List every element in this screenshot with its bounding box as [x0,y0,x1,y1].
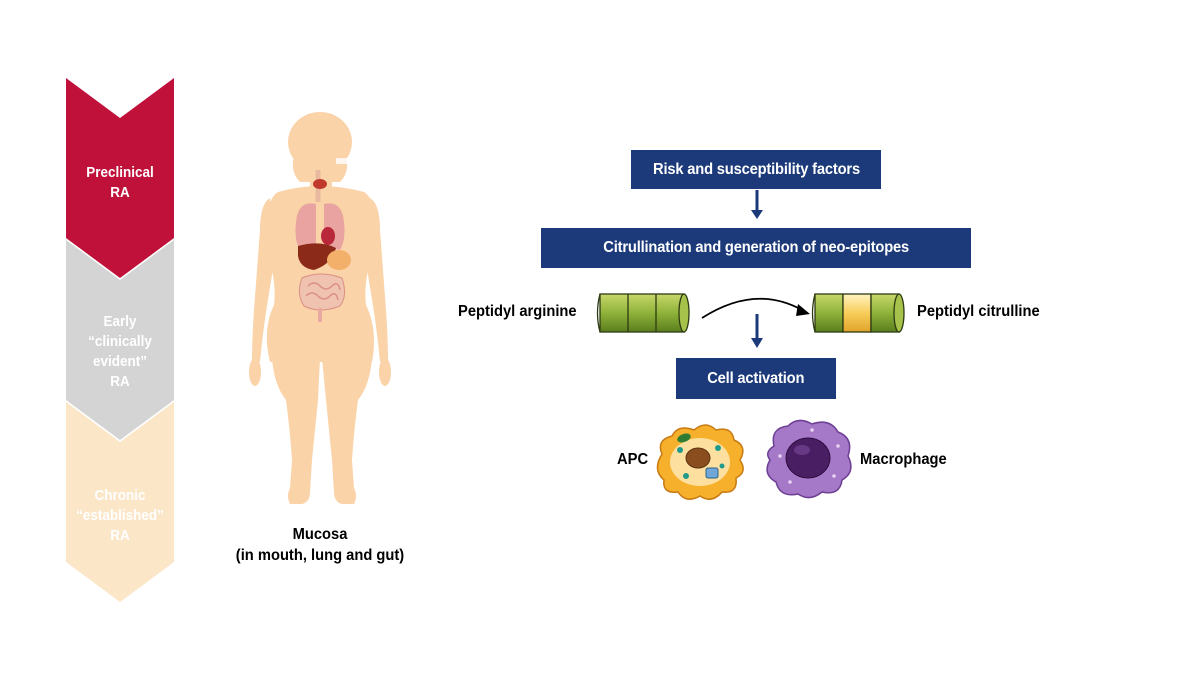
stage-chronic-line2: “established” [76,507,164,524]
apc-granule-2 [715,445,721,451]
macrophage-nucleus [785,437,831,479]
apc-nucleus [685,447,711,469]
macrophage-vesicle-1 [778,454,782,458]
apc-cell-icon [656,424,744,500]
apc-granule-4 [719,463,725,469]
macrophage-vesicle-3 [832,474,836,478]
macrophage-nucleus-highlight [794,445,810,455]
stage-preclinical-chevron [66,78,174,278]
stage-preclinical-line1: Preclinical [86,164,154,181]
intestines [298,273,346,311]
stage-early-chevron [66,240,174,440]
stage-early-line2: “clinically [88,333,152,350]
stage-chronic-chevron [66,402,174,602]
citrullination-label: Citrullination and generation of neo-epi… [603,239,909,256]
stage-early-label: Early “clinically evident” RA [71,312,168,392]
risk-factors-label: Risk and susceptibility factors [652,160,860,178]
macrophage-vesicle-5 [810,428,814,432]
conversion-arrow [701,297,810,319]
caption-mucosa: Mucosa [292,526,348,543]
apc-receptor [705,467,719,479]
stage-early-line1: Early [103,313,137,330]
intestine-coils [305,282,341,301]
macrophage-vesicle-2 [836,444,840,448]
peptidyl-arginine-cylinder [596,293,690,333]
peptidyl-arginine-label: Peptidyl arginine [458,303,577,320]
stage-chevron-column [66,78,174,602]
risk-factors-box: Risk and susceptibility factors [631,150,881,189]
apc-granule-3 [683,473,689,479]
peptidyl-citrulline-cylinder [811,293,905,333]
lungs-left [295,203,316,250]
thyroid [313,179,327,189]
stage-preclinical-line2: RA [110,184,130,201]
body-caption: Mucosa (in mouth, lung and gut) [210,524,430,566]
peptidyl-citrulline-label: Peptidyl citrulline [917,303,1040,320]
stage-chronic-line3: RA [110,527,130,544]
stage-early-line3: evident” [92,353,147,370]
arrow-down-1 [751,190,763,219]
macrophage-cell-icon [766,419,852,499]
macrophage-vesicle-4 [788,480,792,484]
flow-arrows-and-peptides [596,190,905,348]
stage-chronic-label: Chronic “established” RA [71,486,168,546]
apc-granule-1 [677,447,683,453]
mouth-airway [336,158,352,164]
stage-early-line4: RA [110,373,130,390]
stomach [327,250,351,270]
liver [298,243,336,270]
caption-locations: (in mouth, lung and gut) [235,547,405,564]
stage-chronic-line1: Chronic [94,487,146,504]
cell-activation-box: Cell activation [676,358,836,399]
citrullination-box: Citrullination and generation of neo-epi… [541,228,971,268]
apc-organelle [677,433,691,443]
stage-preclinical-label: Preclinical RA [71,163,168,203]
cell-activation-label: Cell activation [707,369,805,387]
human-body-figure [249,112,391,504]
macrophage-label: Macrophage [860,451,947,468]
heart [321,227,335,245]
arrow-down-2 [751,314,763,348]
apc-label: APC [617,451,649,468]
